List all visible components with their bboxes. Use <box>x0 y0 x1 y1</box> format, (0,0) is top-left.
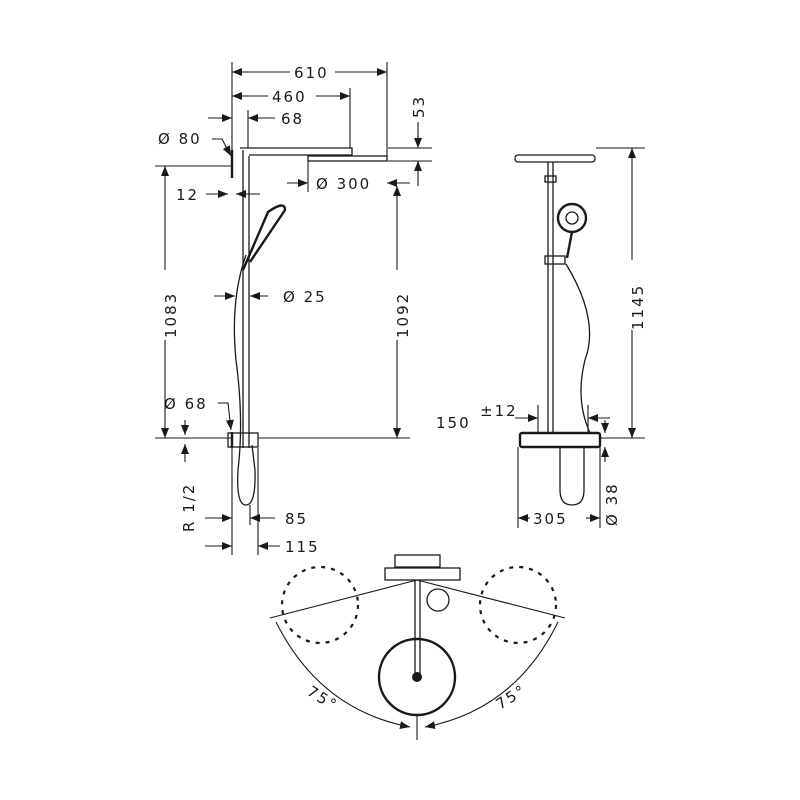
dim-r-1-2: R 1/2 <box>180 483 198 532</box>
dim-150: 150 <box>436 414 471 432</box>
slider-holder <box>544 255 566 265</box>
center-point <box>412 672 422 682</box>
shower-arm <box>240 147 353 156</box>
dim-460: 460 <box>272 88 307 106</box>
rotation-arc-left <box>275 621 411 730</box>
dim-305: 305 <box>533 510 568 528</box>
overhead-shower-head <box>307 155 388 162</box>
front-view: 1145 150 ±12 305 Ø 38 <box>436 147 647 528</box>
angle-right: 75° <box>493 681 530 714</box>
hose-front <box>565 263 591 434</box>
side-view: 610 460 68 53 Ø 80 Ø 300 12 1083 <box>155 62 432 556</box>
dim-tolerance: ±12 <box>480 402 518 420</box>
dim-53: 53 <box>410 95 428 118</box>
dim-dia-38: Ø 38 <box>603 482 621 526</box>
dim-68: 68 <box>281 110 304 128</box>
rotated-head-right <box>478 565 558 645</box>
dim-dia-300: Ø 300 <box>316 175 371 193</box>
dim-85: 85 <box>285 510 308 528</box>
hand-shower <box>241 204 287 271</box>
hand-shower-plan <box>426 588 450 612</box>
thermostat-plan <box>384 567 461 581</box>
shower-hose <box>233 254 256 506</box>
hose-loop <box>559 447 585 506</box>
dim-dia-25: Ø 25 <box>283 288 327 306</box>
dim-115: 115 <box>285 538 320 556</box>
wall-plate-plan <box>394 554 441 568</box>
dim-dia-80: Ø 80 <box>158 130 202 148</box>
plan-view: 75° 75° <box>269 554 566 740</box>
angle-left: 75° <box>304 682 341 715</box>
dim-610: 610 <box>294 64 329 82</box>
dim-12: 12 <box>176 186 199 204</box>
dim-1145: 1145 <box>629 284 647 330</box>
hand-shower-front <box>556 202 588 234</box>
overhead-shower-front <box>514 154 596 163</box>
rotation-arc-right <box>424 621 559 730</box>
thermostat-front <box>518 431 602 449</box>
dim-1092: 1092 <box>394 292 412 338</box>
rotated-head-left <box>280 565 360 645</box>
dim-dia-68: Ø 68 <box>164 395 208 413</box>
dim-1083: 1083 <box>162 292 180 338</box>
thermostat-side <box>227 432 259 448</box>
